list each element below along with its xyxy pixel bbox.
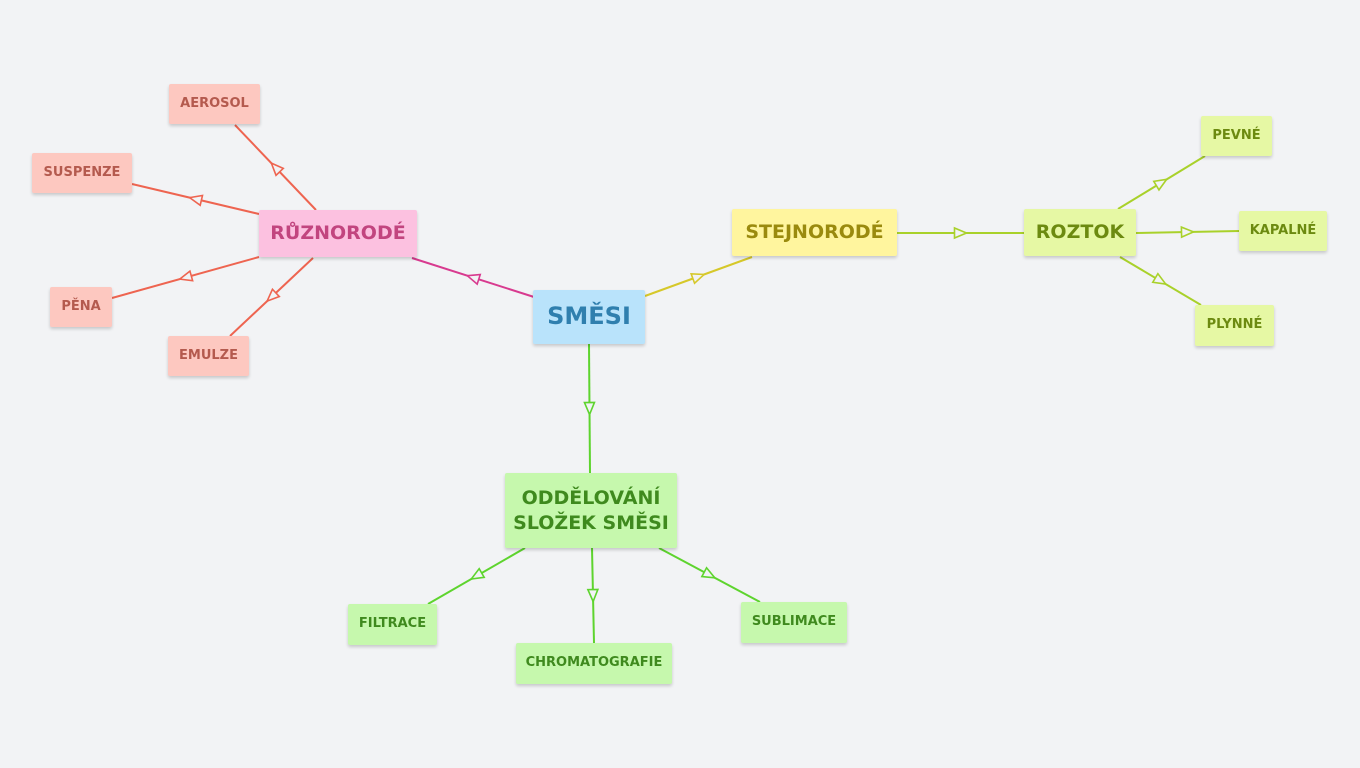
link-oddelovani-chromatografie <box>586 547 600 644</box>
node-filtrace[interactable]: FILTRACE <box>348 604 437 645</box>
node-suspenze[interactable]: SUSPENZE <box>32 153 132 193</box>
node-oddelovani-line2: SLOŽEK SMĚSI <box>513 511 669 534</box>
node-kapalne[interactable]: KAPALNÉ <box>1239 211 1327 251</box>
arrowhead-icon <box>269 161 285 177</box>
link-roztok-pevne <box>1117 155 1206 210</box>
node-smesi[interactable]: SMĚSI <box>533 290 645 344</box>
arrowhead-icon <box>953 226 969 240</box>
node-roztok[interactable]: ROZTOK <box>1024 209 1136 256</box>
arrowhead-icon <box>177 269 194 282</box>
link-stejnorode-roztok <box>897 226 1024 240</box>
arrowhead-icon <box>583 401 596 417</box>
link-ruznorode-suspenze <box>131 183 260 215</box>
link-smesi-oddelovani <box>583 343 596 474</box>
link-smesi-stejnorode <box>644 256 753 297</box>
link-roztok-kapalne <box>1135 225 1240 239</box>
arrowhead-icon <box>1152 178 1169 192</box>
node-stejnorode[interactable]: STEJNORODÉ <box>732 209 897 256</box>
node-pevne[interactable]: PEVNÉ <box>1201 116 1272 156</box>
node-oddelovani-line1: ODDĚLOVÁNÍ <box>521 486 661 509</box>
node-aerosol[interactable]: AEROSOL <box>169 84 260 124</box>
arrowhead-icon <box>469 567 486 581</box>
node-chromatografie[interactable]: CHROMATOGRAFIE <box>516 643 672 684</box>
node-ruznorode[interactable]: RŮZNORODÉ <box>259 210 417 257</box>
arrowhead-icon <box>689 273 707 285</box>
node-plynne[interactable]: PLYNNÉ <box>1195 305 1274 346</box>
arrowhead-icon <box>1151 272 1168 286</box>
arrowhead-icon <box>265 287 281 303</box>
link-ruznorode-pena <box>111 256 260 299</box>
link-roztok-plynne <box>1119 256 1202 306</box>
arrowhead-icon <box>586 588 600 604</box>
link-oddelovani-sublimace <box>658 547 761 603</box>
node-emulze[interactable]: EMULZE <box>168 336 249 376</box>
node-sublimace[interactable]: SUBLIMACE <box>741 602 847 643</box>
arrowhead-icon <box>187 194 204 207</box>
arrowhead-icon <box>465 273 482 286</box>
link-smesi-ruznorode <box>411 257 535 298</box>
arrowhead-icon <box>700 566 717 579</box>
node-oddelovani-slozek-smesi[interactable]: ODDĚLOVÁNÍ SLOŽEK SMĚSI <box>505 473 677 548</box>
node-pena[interactable]: PĚNA <box>50 287 112 327</box>
link-ruznorode-emulze <box>229 257 314 337</box>
link-oddelovani-filtrace <box>427 547 526 605</box>
arrowhead-icon <box>1180 225 1196 239</box>
link-ruznorode-aerosol <box>234 124 317 211</box>
